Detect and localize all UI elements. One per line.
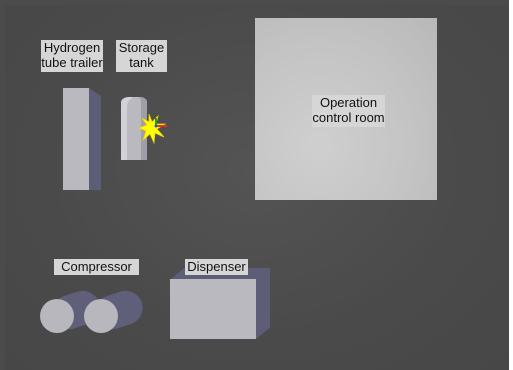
dispenser-object[interactable]	[170, 279, 256, 339]
compressor-label: Compressor	[54, 259, 139, 275]
trailer-label-line2: tube trailer	[41, 55, 103, 70]
tank-label-line1: Storage	[118, 40, 165, 55]
compressor-cylinder-1[interactable]	[40, 299, 74, 333]
room-label: Operation control room	[312, 95, 385, 127]
dispenser-label-text: Dispenser	[187, 259, 246, 274]
room-label-line1: Operation	[319, 95, 378, 110]
compressor-cylinder-2[interactable]	[84, 299, 118, 333]
tube-trailer-side	[89, 88, 101, 190]
trailer-label-line1: Hydrogen	[43, 40, 101, 55]
trailer-label: Hydrogen tube trailer	[41, 40, 103, 72]
room-label-line2: control room	[312, 110, 385, 125]
tank-label: Storage tank	[116, 40, 167, 72]
tank-label-line2: tank	[129, 55, 154, 70]
compressor-label-text: Compressor	[61, 259, 132, 274]
tube-trailer-object[interactable]	[63, 88, 89, 190]
dispenser-side	[256, 268, 270, 339]
dispenser-label: Dispenser	[185, 259, 248, 275]
axis-gizmo-icon	[154, 118, 167, 128]
